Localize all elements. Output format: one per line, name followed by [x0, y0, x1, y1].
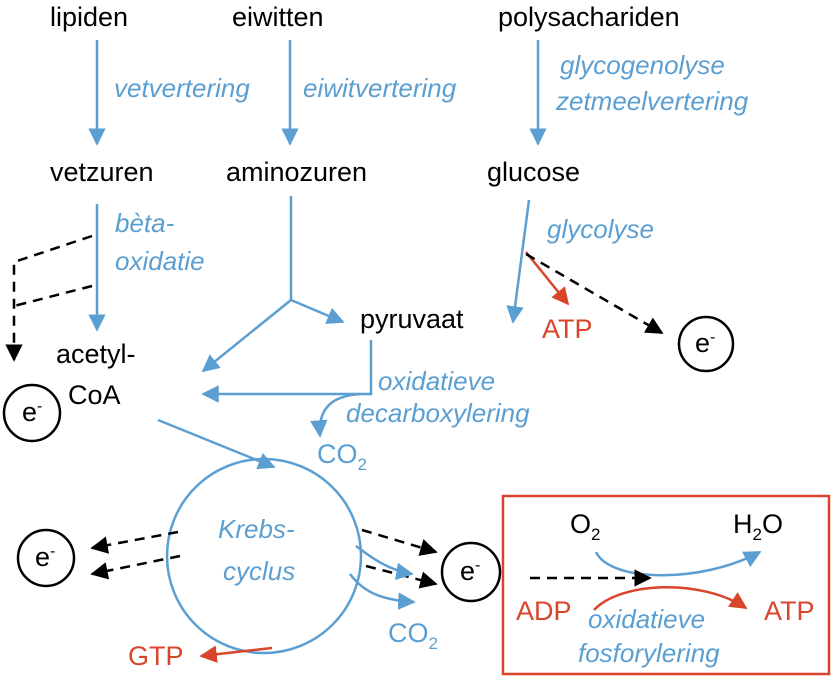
label-coa: CoA — [68, 380, 121, 410]
process-beta-line1: bèta- — [115, 208, 175, 238]
arrow-aminozuren-pyruvaat — [290, 298, 345, 324]
arrow-aminozuren-acetylcoa — [201, 196, 293, 373]
label-eiwitten: eiwitten — [232, 2, 324, 32]
arrow-krebs-gtp — [199, 645, 273, 663]
arrow-krebs-co2 — [349, 573, 416, 610]
process-beta-line2: oxidatie — [115, 246, 205, 276]
label-pyruvaat: pyruvaat — [360, 304, 464, 334]
arrow-adp-atp — [593, 586, 748, 611]
dashed-arrow-krebs-left-1 — [90, 530, 179, 554]
process-zetmeelvertering: zetmeelvertering — [555, 86, 749, 116]
electron-label-krebs-right: e- — [460, 556, 480, 586]
dashed-line-beta-electron-2 — [13, 284, 93, 308]
dashed-arrow-krebs-right-1 — [361, 528, 438, 556]
label-lipiden: lipiden — [50, 2, 128, 32]
label-co2-krebs: CO2 — [388, 618, 438, 653]
process-krebs-line1: Krebs- — [218, 514, 295, 544]
label-h2o: H2O — [733, 509, 783, 544]
label-atp-glycolysis: ATP — [542, 314, 593, 344]
process-vetvertering: vetvertering — [114, 73, 250, 103]
dashed-arrow-glycolysis-electron — [525, 252, 664, 335]
electron-label-left: e- — [22, 397, 42, 427]
electron-carrier-krebs-right — [440, 541, 502, 603]
arrow-glucose-pyruvaat — [506, 199, 531, 324]
electron-carrier-glycolysis — [677, 315, 735, 373]
label-aminozuren: aminozuren — [226, 157, 367, 187]
arrow-o2-h2o — [594, 550, 762, 577]
label-o2: O2 — [570, 509, 600, 544]
process-oxfos-line1: oxidatieve — [588, 604, 705, 634]
process-glycogenolyse: glycogenolyse — [560, 50, 725, 80]
arrow-pyruvaat-acetylcoa — [201, 340, 373, 403]
process-oxdec-line2: decarboxylering — [346, 398, 530, 428]
label-acetyl: acetyl- — [56, 339, 136, 369]
electron-label-krebs-left: e- — [35, 542, 55, 572]
label-glucose: glucose — [487, 157, 580, 187]
process-glycolyse: glycolyse — [547, 214, 654, 244]
dashed-arrow-krebs-right-2 — [365, 564, 438, 589]
arrow-decarboxylering-co2 — [310, 392, 361, 438]
process-oxfos-line2: fosforylering — [578, 638, 720, 668]
arrow-glycolysis-atp — [525, 251, 570, 306]
process-eiwitvertering: eiwitvertering — [303, 73, 457, 103]
process-oxdec-line1: oxidatieve — [378, 366, 495, 396]
electron-carrier-left — [2, 383, 62, 443]
dashed-arrow-krebs-left-2 — [90, 554, 181, 580]
label-polysachariden: polysachariden — [498, 2, 680, 32]
label-vetzuren: vetzuren — [50, 157, 154, 187]
label-gtp: GTP — [128, 641, 184, 671]
label-co2-decarboxylering: CO2 — [317, 439, 367, 474]
krebs-cycle-circle — [165, 457, 363, 655]
label-adp: ADP — [516, 596, 572, 626]
oxidative-phosphorylation-box — [501, 494, 831, 676]
electron-label-glycolysis: e- — [695, 328, 715, 358]
label-atp-oxfos: ATP — [764, 596, 815, 626]
electron-carrier-krebs-left — [16, 528, 76, 588]
arrow-krebs-blue-1 — [355, 544, 414, 581]
process-krebs-line2: cyclus — [223, 556, 295, 586]
